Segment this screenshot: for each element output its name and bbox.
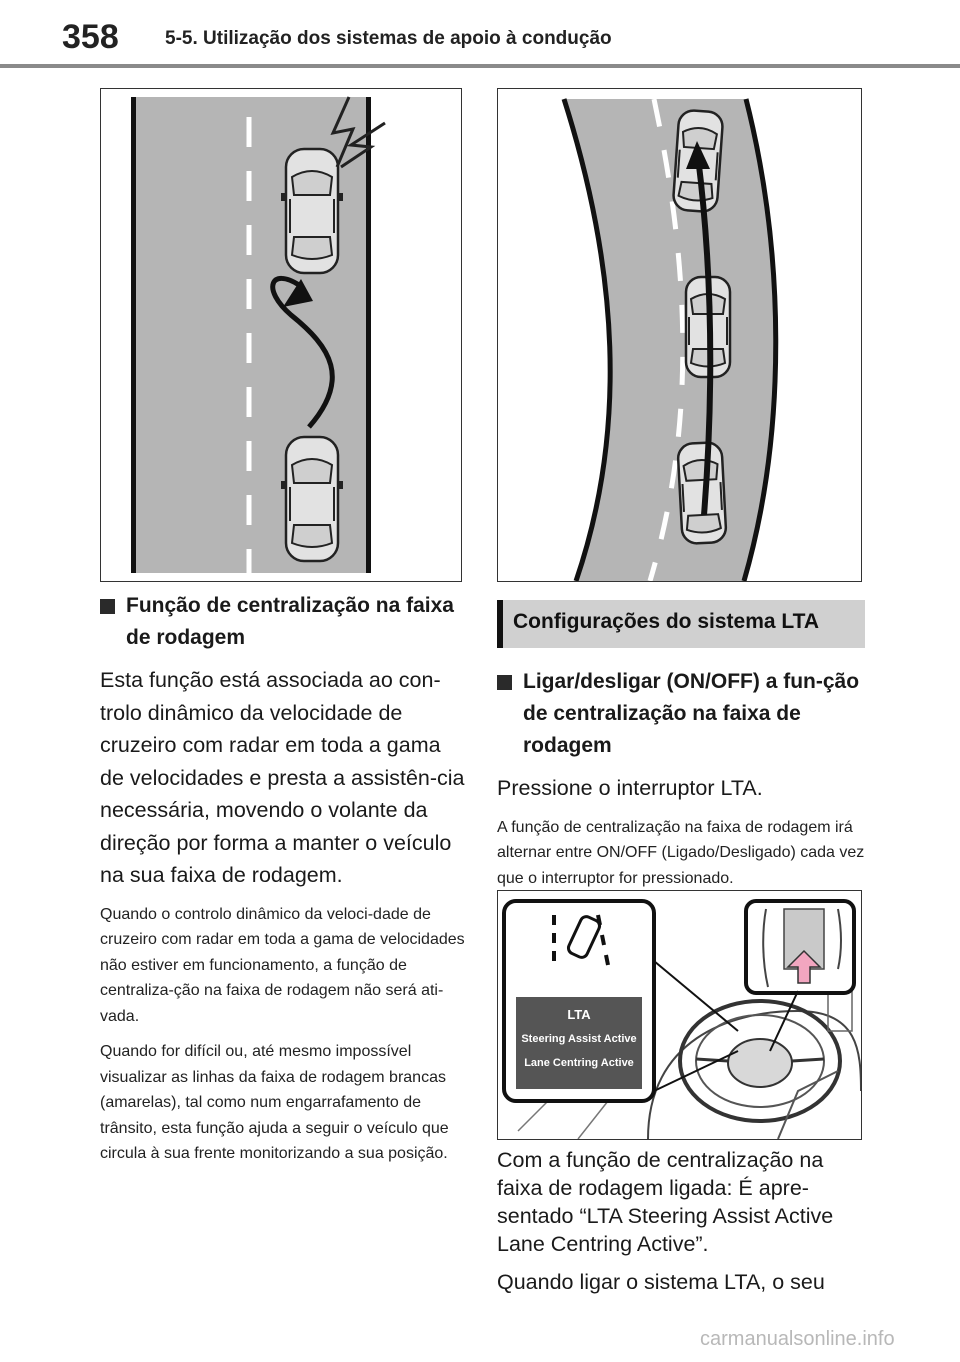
section-title: 5-5. Utilização dos sistemas de apoio à … — [165, 28, 612, 49]
lta-display-centring: Lane Centring Active — [524, 1057, 634, 1069]
paragraph-function-description: Esta função está associada ao con-trolo … — [100, 668, 465, 887]
right-column: Configurações do sistema LTA Ligar/desli… — [497, 600, 865, 901]
toggle-note: A função de centralização na faixa de ro… — [497, 818, 865, 887]
lta-display-title: LTA — [567, 1007, 591, 1022]
watermark: carmanualsonline.info — [700, 1328, 895, 1350]
figure-lane-centring — [497, 88, 862, 582]
page-header: 358 5-5. Utilização dos sistemas de apoi… — [0, 0, 960, 70]
bullet-square-icon — [100, 599, 115, 614]
lta-display-steering: Steering Assist Active — [521, 1033, 637, 1045]
lta-display-panel: LTA Steering Assist Active Lane Centring… — [516, 997, 642, 1089]
band-title: Configurações do sistema LTA — [513, 610, 820, 633]
subheading-text: Função de centralização na faixa de roda… — [126, 594, 454, 649]
right-column-bottom: Com a função de centralização na faixa d… — [497, 1146, 865, 1306]
left-column: Função de centralização na faixa de roda… — [100, 590, 468, 1177]
figure-lta-switch: LTA Steering Assist Active Lane Centring… — [497, 890, 862, 1140]
note-inactive: Quando o controlo dinâmico da veloci-dad… — [100, 905, 465, 1025]
continuation-text: Quando ligar o sistema LTA, o seu — [497, 1270, 825, 1294]
band-accent-bar — [497, 600, 503, 648]
result-text: Com a função de centralização na faixa d… — [497, 1148, 834, 1256]
bullet-square-icon — [497, 675, 512, 690]
instruction-text: Pressione o interruptor LTA. — [497, 776, 763, 800]
subheading-lane-centring: Função de centralização na faixa de roda… — [100, 590, 468, 654]
figure-lane-drift — [100, 88, 462, 582]
page-number: 358 — [62, 18, 119, 56]
subheading-on-off: Ligar/desligar (ON/OFF) a fun-ção de cen… — [497, 666, 865, 762]
header-rule — [0, 64, 960, 68]
settings-band: Configurações do sistema LTA — [497, 600, 865, 648]
note-traffic-jam: Quando for difícil ou, até mesmo impossí… — [100, 1043, 449, 1162]
subheading-text: Ligar/desligar (ON/OFF) a fun-ção de cen… — [523, 670, 860, 757]
